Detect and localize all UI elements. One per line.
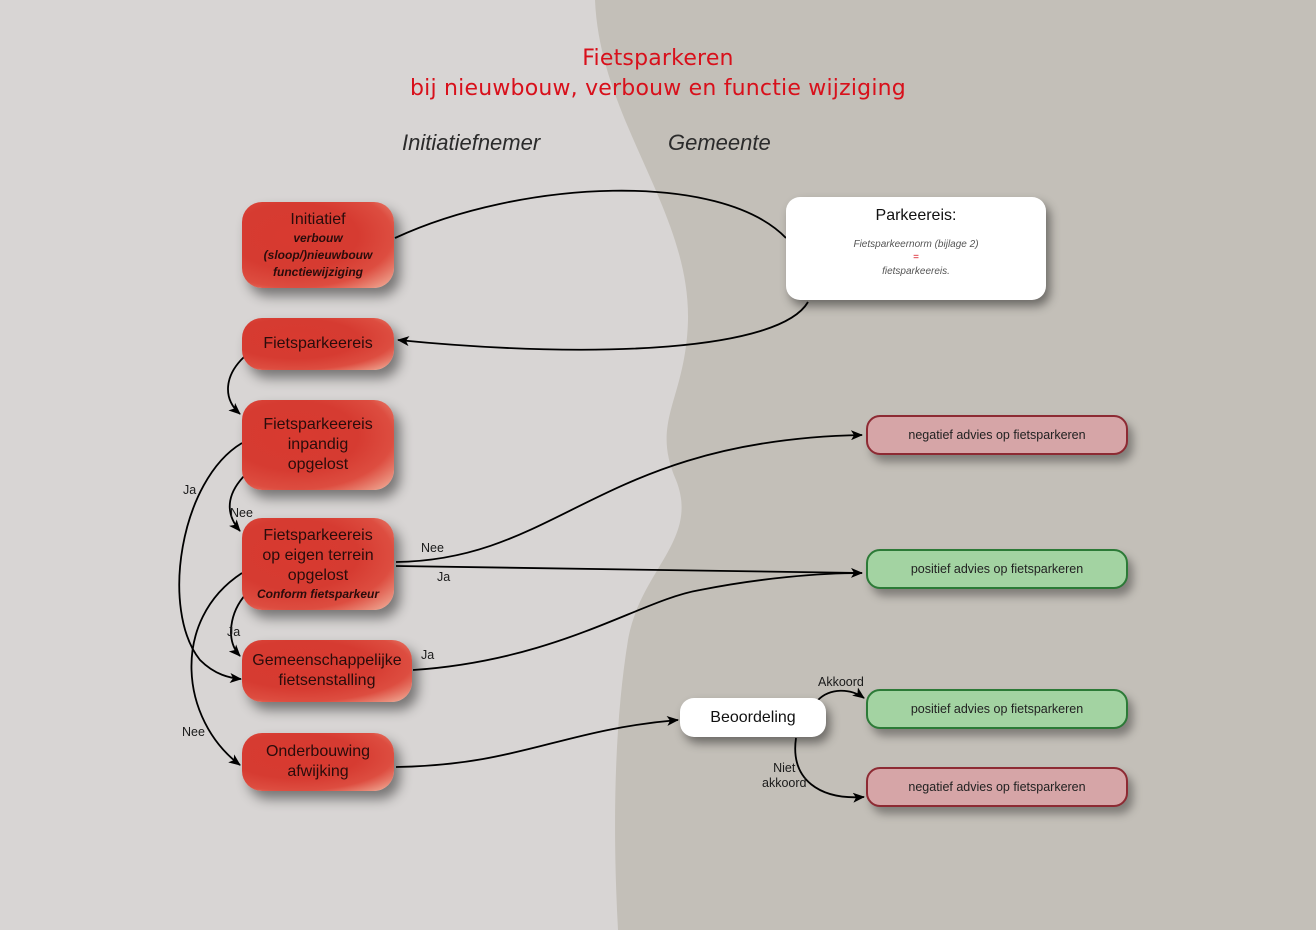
node-beoordeling-title: Beoordeling	[710, 708, 796, 726]
node-inpandig-opgelost[interactable]: Fietsparkeereis inpandig opgelost	[242, 400, 394, 490]
node-parkeereis-title: Parkeereis:	[875, 207, 957, 224]
outcome-negatief-advies[interactable]: negatief advies op fietsparkeren	[866, 415, 1128, 455]
outcome-negatief-advies-beoordeling[interactable]: negatief advies op fietsparkeren	[866, 767, 1128, 807]
title-line-2: bij nieuwbouw, verbouw en functie wijzig…	[410, 76, 906, 101]
node-text-line: opgelost	[287, 456, 349, 473]
outcome-label: positief advies op fietsparkeren	[910, 562, 1084, 576]
edge-label-niet-akkoord: Niet akkoord	[762, 761, 806, 791]
parkeereis-formula-result: fietsparkeereis.	[882, 266, 950, 277]
node-eigen-terrein-note: Conform fietsparkeur	[256, 586, 380, 601]
outcome-positief-advies[interactable]: positief advies op fietsparkeren	[866, 549, 1128, 589]
node-fietsparkeereis[interactable]: Fietsparkeereis	[242, 318, 394, 370]
edge-label-niet-akkoord-line: Niet	[773, 761, 796, 775]
edge-label-akkoord: Akkoord	[818, 675, 864, 689]
node-beoordeling[interactable]: Beoordeling	[680, 698, 826, 737]
node-text-line: opgelost	[287, 566, 349, 584]
edge-label-ja: Ja	[437, 570, 451, 584]
node-onderbouwing-afwijking[interactable]: Onderbouwing afwijking	[242, 733, 394, 791]
node-text-line: fietsenstalling	[278, 672, 376, 689]
outcome-positief-advies-beoordeling[interactable]: positief advies op fietsparkeren	[866, 689, 1128, 729]
node-gemeenschappelijke-fietsenstalling[interactable]: Gemeenschappelijke fietsenstalling	[242, 640, 412, 702]
node-initiatief-detail: (sloop/)nieuwbouw	[263, 247, 373, 262]
edge-label-nee: Nee	[421, 541, 444, 555]
node-text-line: Fietsparkeereis	[263, 526, 373, 544]
node-initiatief-detail: functiewijziging	[273, 264, 363, 279]
node-text-line: afwijking	[287, 763, 349, 780]
edge-label-ja: Ja	[227, 625, 241, 639]
node-text-line: inpandig	[287, 436, 349, 453]
outcome-label: positief advies op fietsparkeren	[910, 702, 1084, 716]
node-text-line: Onderbouwing	[265, 743, 371, 760]
node-initiatief[interactable]: Initiatief verbouw (sloop/)nieuwbouw fun…	[242, 202, 394, 288]
node-text-line: Gemeenschappelijke	[252, 652, 402, 669]
node-fietsparkeereis-title: Fietsparkeereis	[263, 335, 373, 352]
lane-label-gemeente: Gemeente	[668, 130, 771, 155]
node-initiatief-detail: verbouw	[293, 230, 343, 245]
node-parkeereis[interactable]: Parkeereis: Fietsparkeernorm (bijlage 2)…	[786, 197, 1046, 300]
lane-label-initiatiefnemer: Initiatiefnemer	[402, 130, 541, 155]
node-text-line: op eigen terrein	[262, 546, 374, 564]
title-line-1: Fietsparkeren	[582, 46, 734, 71]
node-eigen-terrein-opgelost[interactable]: Fietsparkeereis op eigen terrein opgelos…	[242, 518, 394, 610]
node-initiatief-title: Initiatief	[290, 210, 346, 228]
edge-label-ja: Ja	[421, 648, 435, 662]
node-text-line: Fietsparkeereis	[263, 416, 373, 433]
parkeereis-formula-equals: =	[913, 252, 919, 263]
diagram-title: Fietsparkeren bij nieuwbouw, verbouw en …	[0, 44, 1316, 104]
edge-label-nee: Nee	[230, 506, 253, 520]
edge-label-nee: Nee	[182, 725, 205, 739]
outcome-label: negatief advies op fietsparkeren	[908, 780, 1086, 794]
outcome-label: negatief advies op fietsparkeren	[908, 428, 1086, 442]
edge-label-ja: Ja	[183, 483, 197, 497]
parkeereis-formula-norm: Fietsparkeernorm (bijlage 2)	[853, 239, 979, 250]
edge-label-niet-akkoord-line: akkoord	[762, 776, 807, 790]
